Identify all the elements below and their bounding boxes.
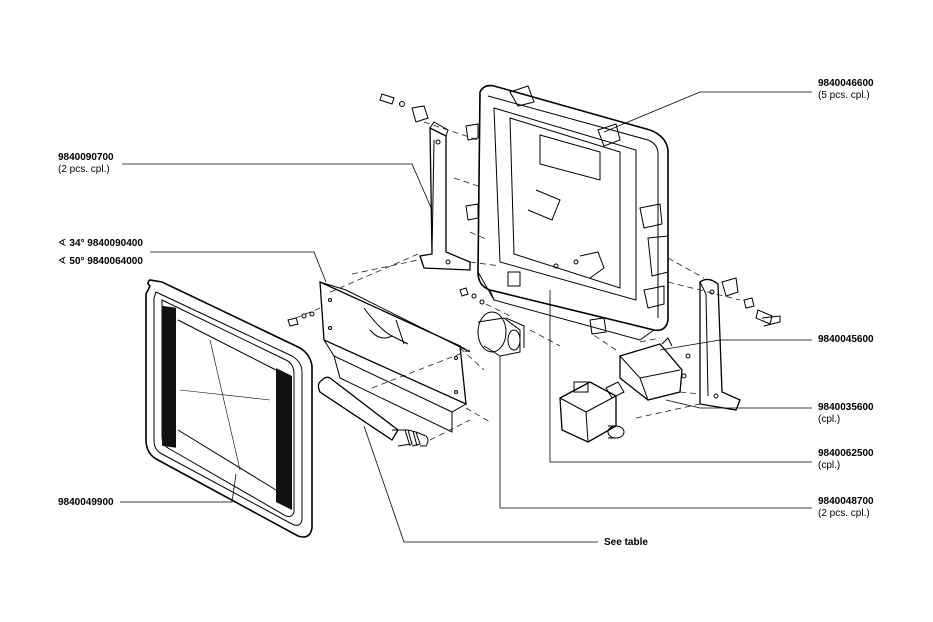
part-number: 9840045600: [818, 334, 874, 345]
ballast-unit: [559, 381, 625, 443]
front-glass-frame: [145, 279, 313, 538]
left-mounting-bracket: [379, 93, 471, 271]
part-note: (cpl.): [818, 460, 841, 471]
part-number: 9840064000: [87, 256, 143, 267]
reflector: [319, 280, 471, 433]
part-note: (5 pcs. cpl.): [818, 90, 870, 101]
angle-icon: ∢: [58, 238, 67, 249]
ignitor-assembly: [619, 337, 691, 401]
housing-box: [465, 84, 669, 341]
label-9840090700: 9840090700 (2 pcs. cpl.): [58, 152, 114, 176]
see-table-text: See table: [604, 537, 648, 548]
part-number: 9840062500: [818, 448, 874, 459]
label-9840046600: 9840046600 (5 pcs. cpl.): [818, 78, 874, 102]
lamp-holder: [477, 311, 525, 357]
angle-value: 50°: [69, 256, 85, 267]
part-number: 9840090700: [58, 152, 114, 163]
right-mounting-bracket: [699, 277, 781, 411]
part-note: (cpl.): [818, 414, 841, 425]
label-9840048700: 9840048700 (2 pcs. cpl.): [818, 496, 874, 520]
alignment-lines: [295, 121, 741, 441]
label-34-deg-reflector: ∢34° 9840090400: [58, 238, 143, 250]
angle-icon: ∢: [58, 256, 67, 267]
part-number: 9840048700: [818, 496, 874, 507]
part-note: (2 pcs. cpl.): [818, 508, 870, 519]
lamp-tube: [317, 376, 429, 447]
part-note: (2 pcs. cpl.): [58, 164, 110, 175]
label-9840035600: 9840035600 (cpl.): [818, 402, 874, 426]
part-number: 9840090400: [87, 238, 143, 249]
label-9840049900: 9840049900: [58, 497, 114, 509]
angle-value: 34°: [69, 238, 85, 249]
label-50-deg-reflector: ∢50° 9840064000: [58, 256, 143, 268]
part-number: 9840046600: [818, 78, 874, 89]
label-see-table: See table: [604, 537, 648, 549]
label-9840062500: 9840062500 (cpl.): [818, 448, 874, 472]
screw-set-left: [287, 287, 485, 327]
leader-lines: [120, 91, 812, 543]
part-number: 9840035600: [818, 402, 874, 413]
label-9840045600: 9840045600: [818, 334, 874, 346]
part-number: 9840049900: [58, 497, 114, 508]
